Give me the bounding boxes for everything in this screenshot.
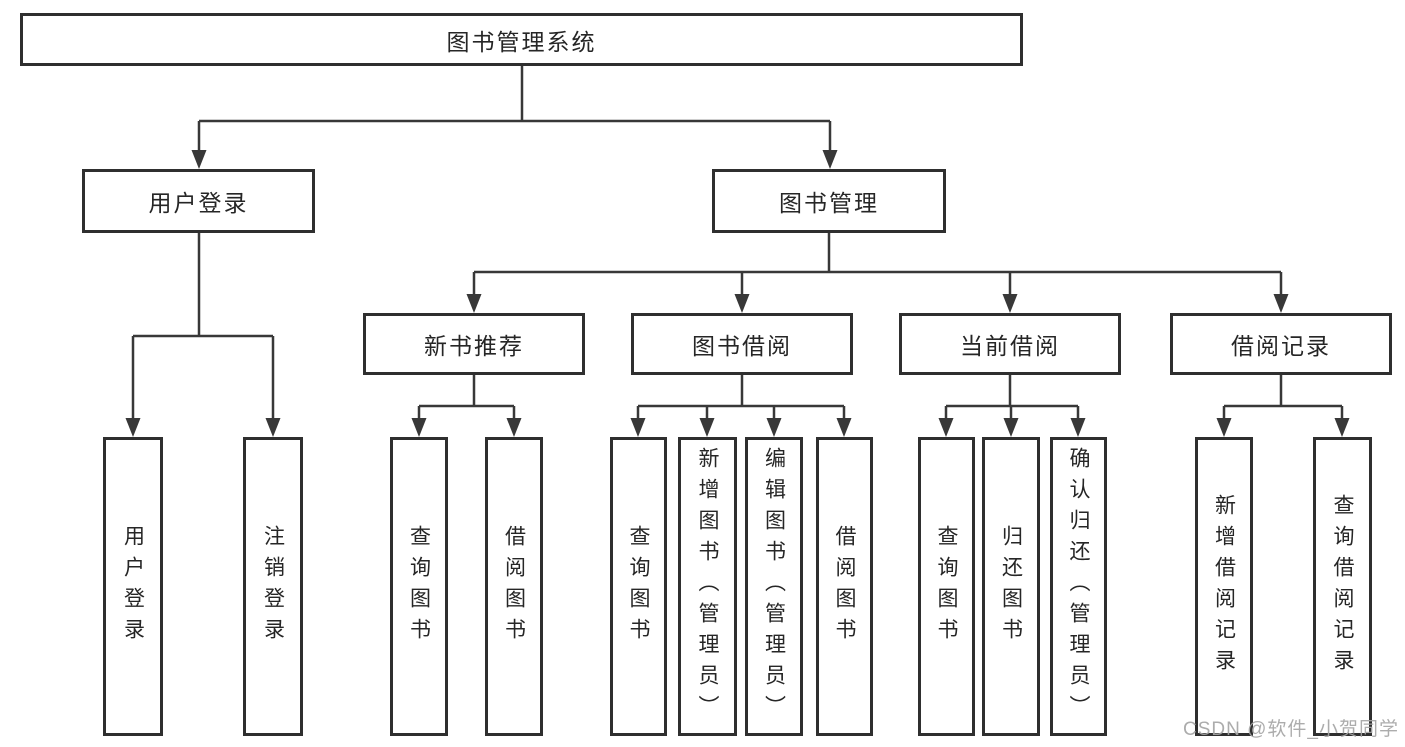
connector-current-borrow <box>944 375 1080 421</box>
connector-new-book-rec <box>417 375 516 421</box>
node-root-title: 图书管理系统 <box>20 13 1023 66</box>
arrowhead-icon <box>125 418 141 437</box>
arrowhead-icon <box>699 418 715 437</box>
node-new-book-recommendation: 新书推荐 <box>363 313 585 375</box>
node-leaf-logout: 注销登录 <box>243 437 303 736</box>
connector-root <box>197 66 832 153</box>
arrowhead-icon <box>938 418 954 437</box>
arrowhead-icon <box>766 418 782 437</box>
connector-book-mgmt <box>472 233 1283 297</box>
arrowhead-icon <box>466 294 482 313</box>
arrowheads <box>125 150 1350 437</box>
arrowhead-icon <box>822 150 838 169</box>
node-leaf-return-book: 归还图书 <box>982 437 1040 736</box>
connector-user-login <box>131 233 275 421</box>
node-leaf-borrow-book: 借阅图书 <box>485 437 543 736</box>
arrowhead-icon <box>1216 418 1232 437</box>
node-leaf-query-book: 查询图书 <box>390 437 448 736</box>
csdn-watermark: CSDN @软件_小贺同学 <box>1183 719 1399 740</box>
arrowhead-icon <box>1003 418 1019 437</box>
node-leaf-borrow-book: 借阅图书 <box>816 437 873 736</box>
node-leaf-add-borrow-record: 新增借阅记录 <box>1195 437 1253 736</box>
arrowhead-icon <box>734 294 750 313</box>
connector-borrow-records <box>1222 375 1344 421</box>
arrowhead-icon <box>1002 294 1018 313</box>
node-leaf-query-borrow-record: 查询借阅记录 <box>1313 437 1372 736</box>
arrowhead-icon <box>411 418 427 437</box>
node-leaf-confirm-return-admin: 确认归还（管理员） <box>1050 437 1107 736</box>
node-current-borrowing: 当前借阅 <box>899 313 1121 375</box>
arrowhead-icon <box>836 418 852 437</box>
node-leaf-add-book-admin: 新增图书（管理员） <box>678 437 737 736</box>
connector-book-borrow <box>636 375 846 421</box>
arrowhead-icon <box>1273 294 1289 313</box>
arrowhead-icon <box>191 150 207 169</box>
node-user-login: 用户登录 <box>82 169 315 233</box>
node-book-management: 图书管理 <box>712 169 946 233</box>
node-leaf-query-book: 查询图书 <box>918 437 975 736</box>
arrowhead-icon <box>630 418 646 437</box>
arrowhead-icon <box>265 418 281 437</box>
node-leaf-query-book: 查询图书 <box>610 437 667 736</box>
arrowhead-icon <box>506 418 522 437</box>
node-leaf-edit-book-admin: 编辑图书（管理员） <box>745 437 803 736</box>
node-borrowing-records: 借阅记录 <box>1170 313 1392 375</box>
arrowhead-icon <box>1334 418 1350 437</box>
node-book-borrowing: 图书借阅 <box>631 313 853 375</box>
arrowhead-icon <box>1070 418 1086 437</box>
node-leaf-user-login: 用户登录 <box>103 437 163 736</box>
